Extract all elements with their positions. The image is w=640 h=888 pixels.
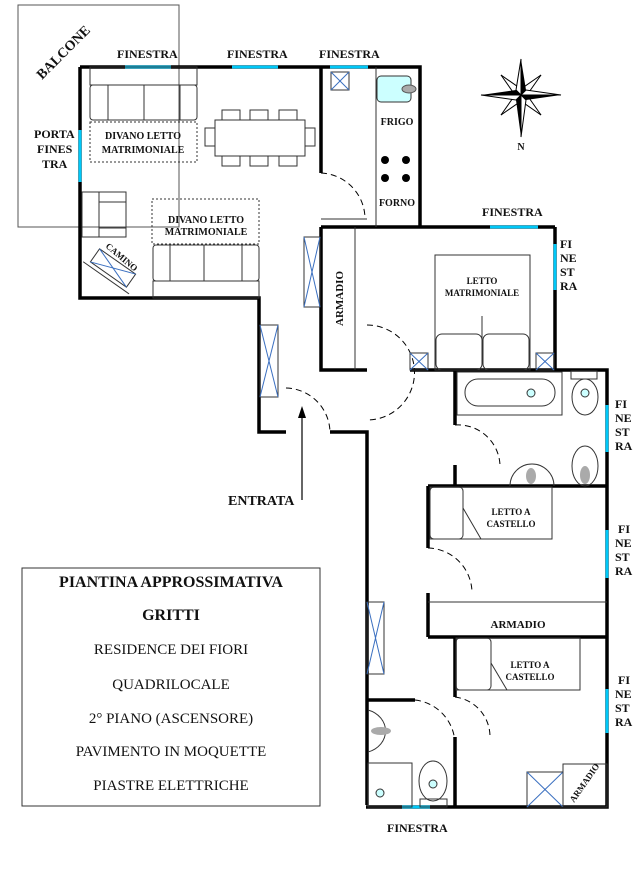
bed-label: LETTO	[467, 276, 498, 286]
legend-box: PIANTINA APPROSSIMATIVA GRITTI RESIDENCE…	[21, 567, 321, 807]
label-line: ST	[615, 701, 630, 715]
label-line: TRA	[42, 157, 68, 171]
dining-table	[204, 109, 316, 167]
sofa-bed-label: DIVANO LETTO	[105, 131, 181, 142]
oven-label: FORNO	[379, 198, 415, 209]
bunk-bed-label: LETTO A	[491, 507, 531, 517]
doors	[285, 172, 501, 746]
wardrobe-label: ARMADIO	[334, 271, 346, 326]
label-line: ST	[615, 425, 630, 439]
label-line: FI	[560, 237, 572, 251]
legend-line: RESIDENCE DEI FIORI	[94, 642, 248, 658]
walls	[78, 65, 609, 809]
fridge-label: FRIGO	[381, 117, 414, 128]
double-bed	[434, 254, 531, 371]
sofa-top	[89, 66, 198, 121]
legend-line: PAVIMENTO IN MOQUETTE	[76, 744, 267, 760]
kitchen	[330, 71, 417, 182]
window-label: FINESTRA	[482, 205, 543, 219]
sofa-bottom	[152, 244, 260, 299]
wardrobe-label: ARMADIO	[491, 619, 546, 631]
stove-burner	[402, 156, 410, 164]
stove-burner	[402, 174, 410, 182]
entrance-arrow-icon	[298, 406, 306, 500]
sofa-bed-label: DIVANO LETTO	[168, 215, 244, 226]
bunk-bed-label: CASTELLO	[505, 672, 554, 682]
sofa-bed-outline	[89, 121, 198, 163]
label-line: NE	[560, 251, 577, 265]
label-line: FI	[618, 522, 630, 536]
label-line: PORTA	[34, 127, 75, 141]
label-line: NE	[615, 411, 632, 425]
porta-finestra-label: PORTA FINES TRA	[34, 127, 75, 171]
entrance-label: ENTRATA	[228, 494, 295, 509]
label-line: ST	[560, 265, 575, 279]
label-line: FI	[615, 397, 627, 411]
fireplace-label: CAMINO	[104, 241, 140, 273]
bathroom	[456, 370, 599, 487]
bunk-bed	[429, 486, 553, 540]
legend-title: PIANTINA APPROSSIMATIVA	[59, 574, 283, 591]
legend-line: QUADRILOCALE	[112, 677, 230, 693]
stove-burner	[381, 174, 389, 182]
sofa-bed-label: MATRIMONIALE	[102, 145, 185, 156]
window-label: FINESTRA	[117, 47, 178, 61]
label-line: RA	[615, 564, 633, 578]
north-label: N	[517, 142, 525, 153]
armchair	[81, 191, 127, 238]
small-bathroom	[367, 709, 448, 808]
label-line: RA	[560, 279, 578, 293]
compass-rose-icon	[480, 58, 562, 138]
label-line: ST	[615, 550, 630, 564]
legend-subtitle: GRITTI	[142, 607, 200, 624]
bunk-bed-label: CASTELLO	[486, 519, 535, 529]
window-label: FINESTRA	[227, 47, 288, 61]
sofa-bed-label: MATRIMONIALE	[165, 227, 248, 238]
label-line: RA	[615, 439, 633, 453]
fireplace	[82, 248, 137, 295]
cabinets	[259, 236, 608, 808]
bed-label: MATRIMONIALE	[445, 288, 519, 298]
sofa-bed-outline	[151, 198, 260, 245]
label-line: NE	[615, 687, 632, 701]
label-line: FINES	[37, 142, 73, 156]
stove-burner	[381, 156, 389, 164]
legend-line: 2° PIANO (ASCENSORE)	[89, 711, 253, 727]
window-label: FINESTRA	[319, 47, 380, 61]
legend-line: PIASTRE ELETTRICHE	[93, 778, 248, 794]
label-line: NE	[615, 536, 632, 550]
window-label: FINESTRA	[387, 821, 448, 835]
label-line: FI	[618, 673, 630, 687]
bunk-bed-label: LETTO A	[510, 660, 550, 670]
wardrobe-label: ARMADIO	[567, 762, 601, 805]
balcony-label: BALCONE	[34, 23, 94, 83]
bunk-bed	[455, 637, 581, 691]
label-line: RA	[615, 715, 633, 729]
vertical-window-labels: FI NE ST RA FI NE ST RA FI NE ST RA FI N…	[560, 237, 633, 729]
